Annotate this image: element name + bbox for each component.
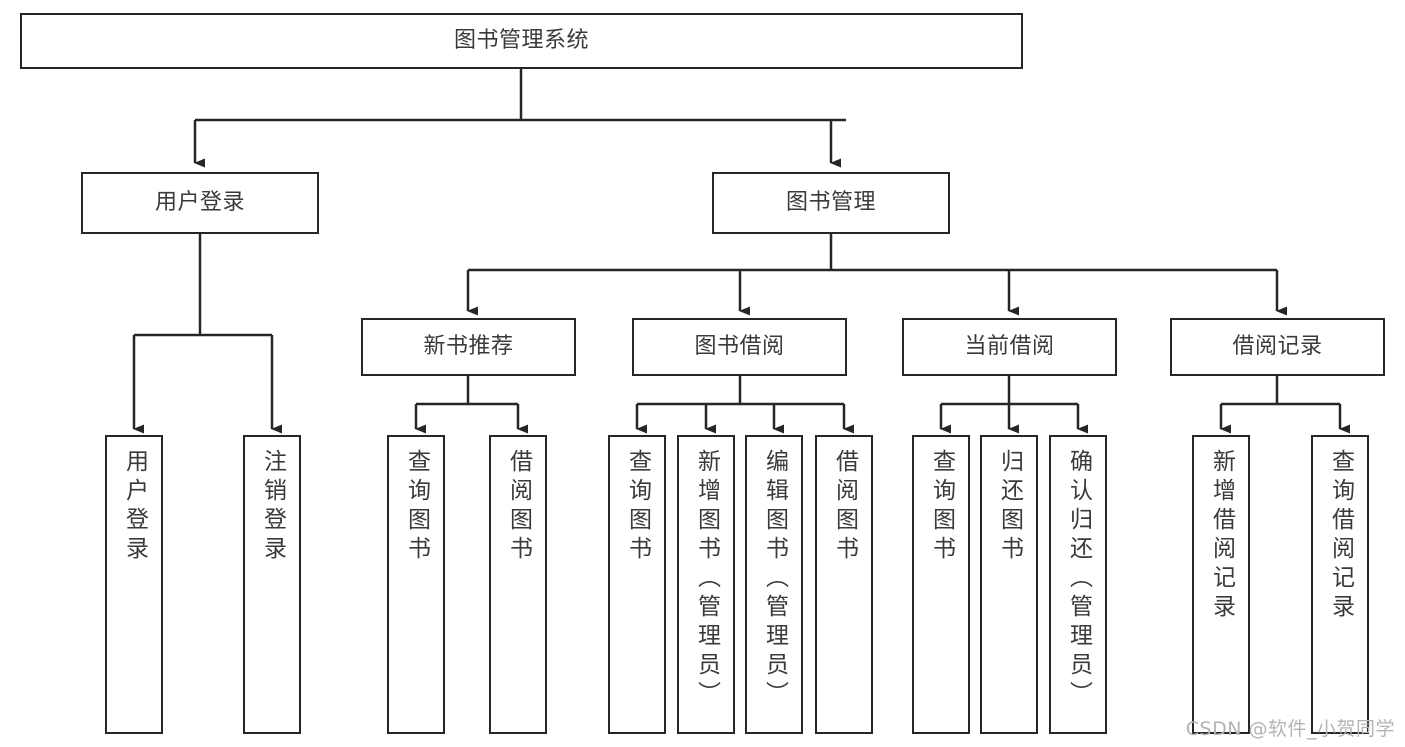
node-label-leaf-current-borrow-confirm: 确认归还（管理员） [1065, 449, 1092, 710]
node-label-leaf-new-book-query: 查询图书 [403, 449, 430, 565]
node-label-root: 图书管理系统 [453, 28, 589, 54]
node-leaf-user-login-logout[interactable]: 注销登录 [243, 435, 301, 734]
node-label-leaf-book-borrow-query: 查询图书 [624, 449, 651, 565]
node-current-borrow[interactable]: 当前借阅 [902, 318, 1117, 376]
node-leaf-current-borrow-return[interactable]: 归还图书 [980, 435, 1038, 734]
node-label-borrow-record: 借阅记录 [1232, 334, 1323, 360]
node-label-user-login: 用户登录 [154, 190, 245, 216]
node-label-new-book-recommend: 新书推荐 [423, 334, 514, 360]
node-user-login[interactable]: 用户登录 [81, 172, 319, 234]
node-book-borrow[interactable]: 图书借阅 [632, 318, 847, 376]
node-leaf-current-borrow-confirm[interactable]: 确认归还（管理员） [1049, 435, 1107, 734]
node-new-book-recommend[interactable]: 新书推荐 [361, 318, 576, 376]
node-leaf-new-book-query[interactable]: 查询图书 [387, 435, 445, 734]
node-leaf-borrow-record-add[interactable]: 新增借阅记录 [1192, 435, 1250, 734]
node-leaf-book-borrow-add[interactable]: 新增图书（管理员） [677, 435, 735, 734]
node-leaf-book-borrow-borrow[interactable]: 借阅图书 [815, 435, 873, 734]
node-leaf-current-borrow-query[interactable]: 查询图书 [912, 435, 970, 734]
node-label-leaf-borrow-record-query: 查询借阅记录 [1327, 449, 1354, 623]
node-leaf-user-login-login[interactable]: 用户登录 [105, 435, 163, 734]
node-label-current-borrow: 当前借阅 [964, 334, 1055, 360]
node-label-book-borrow: 图书借阅 [694, 334, 785, 360]
node-leaf-book-borrow-query[interactable]: 查询图书 [608, 435, 666, 734]
node-label-leaf-new-book-borrow: 借阅图书 [505, 449, 532, 565]
node-leaf-new-book-borrow[interactable]: 借阅图书 [489, 435, 547, 734]
node-label-leaf-current-borrow-return: 归还图书 [996, 449, 1023, 565]
node-leaf-book-borrow-edit[interactable]: 编辑图书（管理员） [745, 435, 803, 734]
node-label-leaf-book-borrow-borrow: 借阅图书 [831, 449, 858, 565]
node-root-system[interactable]: 图书管理系统 [20, 13, 1023, 69]
node-label-leaf-user-login-logout: 注销登录 [259, 449, 286, 565]
node-label-book-management: 图书管理 [785, 190, 876, 216]
node-label-leaf-book-borrow-edit: 编辑图书（管理员） [761, 449, 788, 710]
node-label-leaf-current-borrow-query: 查询图书 [928, 449, 955, 565]
node-book-management[interactable]: 图书管理 [712, 172, 950, 234]
node-label-leaf-user-login-login: 用户登录 [121, 449, 148, 565]
node-label-leaf-borrow-record-add: 新增借阅记录 [1208, 449, 1235, 623]
node-leaf-borrow-record-query[interactable]: 查询借阅记录 [1311, 435, 1369, 734]
node-label-leaf-book-borrow-add: 新增图书（管理员） [693, 449, 720, 710]
node-borrow-record[interactable]: 借阅记录 [1170, 318, 1385, 376]
